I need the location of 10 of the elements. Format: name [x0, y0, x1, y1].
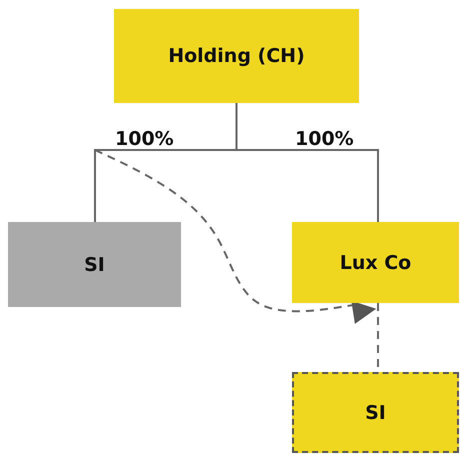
entity-name: SI	[365, 402, 386, 424]
entity-box	[8, 222, 181, 307]
entity-name: Lux Co	[340, 252, 412, 274]
entity-name: Holding (CH)	[168, 45, 305, 67]
entity-name: SI	[84, 254, 105, 276]
connector-line	[236, 103, 379, 222]
entity-box	[292, 372, 459, 453]
arrow	[94, 149, 376, 324]
entity-box	[114, 9, 359, 103]
entity-box	[292, 222, 459, 303]
